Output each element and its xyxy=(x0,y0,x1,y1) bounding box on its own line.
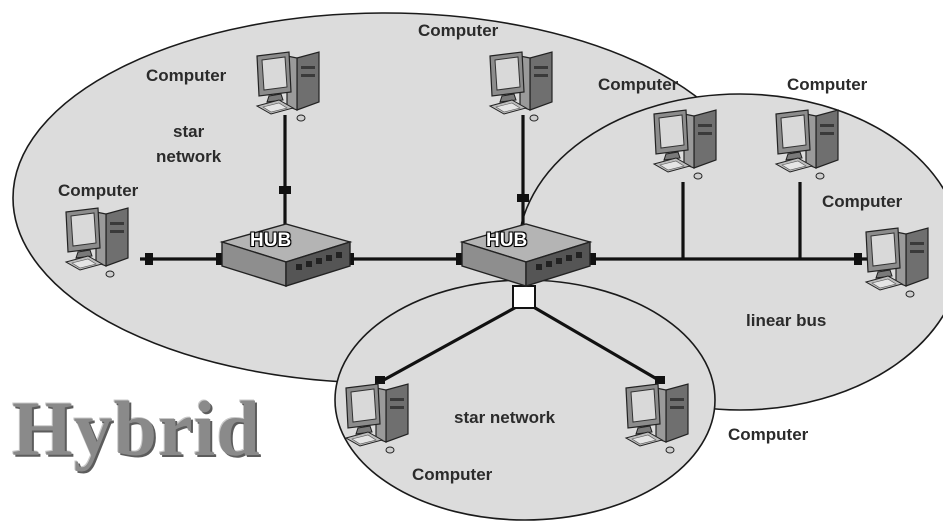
bottom-star-network-label: star network xyxy=(454,408,556,427)
left-hub-label: HUB xyxy=(250,230,292,251)
computer-label-bus-1: Computer xyxy=(598,75,679,94)
computer-label-top-center: Computer xyxy=(418,21,499,40)
computer-label-top-left: Computer xyxy=(146,66,227,85)
computer-label-bus-right: Computer xyxy=(822,192,903,211)
network-cables xyxy=(140,115,870,384)
linear-bus-label: linear bus xyxy=(746,311,827,330)
computer-label-bottom-left: Computer xyxy=(412,465,493,484)
cable-connectors xyxy=(145,186,862,384)
hybrid-title: Hybrid xyxy=(12,385,261,472)
computer-label-bottom-right: Computer xyxy=(728,425,809,444)
left-star-network-label: star network xyxy=(156,122,222,166)
computer-label-bus-2: Computer xyxy=(787,75,868,94)
uplink-port xyxy=(512,285,536,309)
center-hub-label: HUB xyxy=(486,230,528,251)
computer-label-left: Computer xyxy=(58,181,139,200)
